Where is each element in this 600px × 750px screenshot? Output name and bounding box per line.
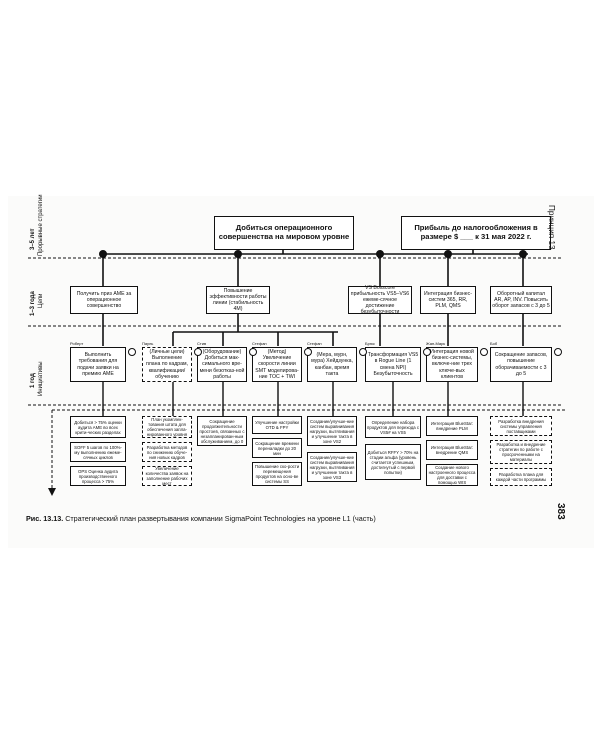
task-8-2: Разработка и внедрение стратегии по рабо…: [490, 440, 552, 464]
book-page: 3–5 лет Прорывные стратегии 1–3 года Цел…: [8, 194, 594, 548]
goal-box-4: Интеграция бизнес-систем 365, RR, PLM, Q…: [420, 286, 476, 314]
level-label-breakthrough: 3–5 лет: [30, 228, 36, 250]
goal-box-5: Оборотный капитал AR, AP, INV. Повысить …: [490, 286, 552, 314]
goal-box-3: VS Boxscore прибыльность VS5–VS6 ежеме-с…: [348, 285, 412, 315]
initiative-box-4: (Метод) Увеличение скорости линии SMT мо…: [252, 347, 302, 382]
status-circle: [194, 348, 202, 356]
caption-text: Стратегический план развертывания компан…: [65, 514, 376, 523]
breakthrough-box-profit: Прибыль до налогообложения в размере $ _…: [401, 216, 551, 250]
goal-box-2: Повышение эффективности работы линии (ст…: [206, 286, 270, 314]
status-circle: [249, 348, 257, 356]
status-circle: [423, 348, 431, 356]
initiative-box-7: Интеграция новой бизнес-системы, включе-…: [426, 347, 478, 382]
deployment-diagram: 3–5 лет Прорывные стратегии 1–3 года Цел…: [8, 194, 568, 504]
junction-dot: [519, 250, 527, 258]
task-8-3: Разработка плана для каждой части програ…: [490, 468, 552, 486]
task-2-3: Увеличение количества заявок на заполнен…: [142, 466, 192, 486]
task-5-1: Создание/улучше-ние систем выравнивания …: [307, 416, 357, 446]
task-1-2: SOFF 5 шагов по 100%-му выполнению ежеме…: [70, 442, 126, 462]
initiative-box-1: Выполнить требования для подачи заявки н…: [70, 347, 126, 382]
level-label-breakthrough-sub: Прорывные стратегии: [38, 194, 44, 256]
initiative-box-5: (Мера, мурн, мура) Хейдзунка, канбан, вр…: [307, 347, 357, 382]
junction-dot: [376, 250, 384, 258]
initiative-owner-1: Роберт: [70, 341, 84, 346]
page-number: 383: [555, 503, 566, 520]
junction-dot: [444, 250, 452, 258]
status-circle: [480, 348, 488, 356]
level-label-initiatives: 1 год: [30, 373, 36, 388]
initiative-owner-4: Стефан: [252, 341, 267, 346]
task-6-1: Определение набора продуктов для переход…: [365, 416, 421, 438]
status-circle: [554, 348, 562, 356]
initiative-owner-6: Брюс: [365, 341, 375, 346]
status-circle: [359, 348, 367, 356]
initiative-box-3: (Оборудование) Добиться мак-симального в…: [197, 347, 247, 382]
level-label-goals: 1–3 года: [30, 291, 36, 316]
task-1-1: Добиться > 75% оценки аудита AME во всех…: [70, 416, 126, 438]
task-2-1: План укомплек-тования штата для обеспече…: [142, 416, 192, 438]
initiative-owner-3: Стив: [197, 341, 207, 346]
task-7-3: Создание нового настроенного процесса дл…: [426, 464, 478, 486]
caption-label: Рис. 13.13.: [26, 514, 64, 523]
initiative-owner-2: Пауль: [142, 341, 154, 346]
initiative-owner-8: Боб: [490, 341, 498, 346]
task-8-1: Разработка внедрения системы управления …: [490, 416, 552, 436]
task-7-2: Интеграция BlueStar: внедрение QMS: [426, 440, 478, 460]
status-circle: [304, 348, 312, 356]
status-circle: [128, 348, 136, 356]
task-6-2: Добиться RFFY > 70% на стадии альфа (уро…: [365, 444, 421, 480]
task-5-2: Создание/улучше-ние систем выравнивания …: [307, 452, 357, 482]
initiative-box-8: Сокращение запасов, повышение оборачивае…: [490, 347, 552, 382]
level-label-initiatives-sub: Инициативы: [38, 361, 44, 396]
initiative-owner-5: Стефан: [307, 341, 322, 346]
task-4-3: Повышение ско-рости перемещения продукто…: [252, 462, 302, 486]
junction-dot: [99, 250, 107, 258]
level-label-goals-sub: Цели: [38, 293, 44, 308]
goal-box-1: Получить приз AME за операционное соверш…: [70, 286, 138, 314]
initiative-owner-7: Жан-Марк: [426, 341, 446, 346]
task-3-1: Сокращение продолжительности простоев, с…: [197, 416, 247, 446]
initiative-box-6: Трансформация VS5 в Rogue Line (1 смена …: [365, 347, 421, 382]
figure-caption: Рис. 13.13. Стратегический план разверты…: [26, 514, 546, 523]
task-2-2: Разработка методов по снижению обуче-ния…: [142, 442, 192, 462]
task-7-1: Интеграция BlueStar: внедрение PLM: [426, 416, 478, 436]
breakthrough-box-excellence: Добиться операционного совершенства на м…: [214, 216, 354, 250]
task-4-2: Сокращение времени переналадки до 20 мин: [252, 438, 302, 458]
junction-dot: [234, 250, 242, 258]
task-1-3: OPS Оценка аудита производственного проц…: [70, 466, 126, 486]
side-running-header: Принцип 13: [547, 205, 556, 250]
initiative-box-2: (Личные цели) Выполнение плана по кадрам…: [142, 347, 192, 382]
task-4-1: Улучшение настройки OTD & FPY: [252, 416, 302, 434]
diagram-connectors: [28, 240, 566, 496]
